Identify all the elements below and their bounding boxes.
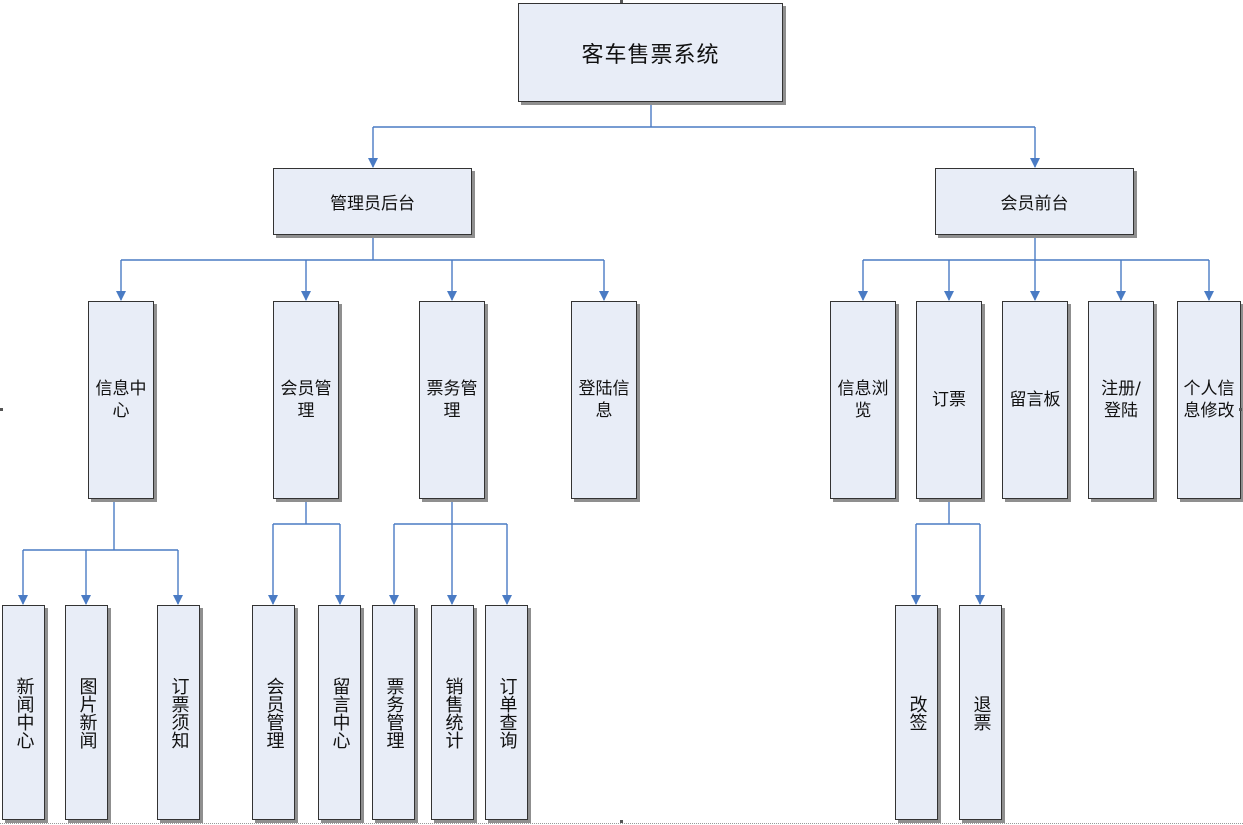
- leaf-refund-label: 退票: [970, 694, 992, 731]
- corner-marker: [620, 820, 623, 823]
- root-node-bus-ticket-system: 客车售票系统: [518, 3, 783, 102]
- node-member-booking-label: 订票: [932, 390, 966, 410]
- leaf-ticket-management-label: 票务管理: [383, 676, 405, 749]
- node-member-message-board-label: 留言板: [1009, 390, 1061, 410]
- node-member-frontend: 会员前台: [935, 168, 1134, 235]
- node-member-register-login-label: 注册/登陆: [1101, 379, 1141, 421]
- corner-marker: [0, 408, 3, 411]
- node-member-profile-edit-label: 个人信息修改: [1183, 379, 1235, 421]
- corner-marker: [1239, 408, 1242, 411]
- leaf-refund: 退票: [959, 605, 1002, 820]
- leaf-message-center-label: 留言中心: [329, 676, 351, 749]
- leaf-news-center: 新闻中心: [2, 605, 45, 820]
- node-admin-member-management: 会员管理: [273, 301, 339, 499]
- leaf-news-center-label: 新闻中心: [13, 676, 35, 749]
- node-member-info-browse: 信息浏览: [830, 301, 896, 499]
- leaf-booking-notice-label: 订票须知: [168, 676, 190, 749]
- node-member-register-login: 注册/登陆: [1088, 301, 1154, 499]
- leaf-message-center: 留言中心: [318, 605, 361, 820]
- node-member-message-board: 留言板: [1002, 301, 1068, 499]
- leaf-member-management: 会员管理: [252, 605, 295, 820]
- node-member-frontend-label: 会员前台: [1000, 194, 1069, 214]
- root-node-label: 客车售票系统: [581, 42, 720, 68]
- node-member-booking: 订票: [916, 301, 982, 499]
- page-border-dashed: [0, 823, 1243, 824]
- leaf-photo-news-label: 图片新闻: [76, 676, 98, 749]
- leaf-booking-notice: 订票须知: [157, 605, 200, 820]
- node-admin-ticket-management: 票务管理: [419, 301, 485, 499]
- leaf-sales-statistics: 销售统计: [431, 605, 474, 820]
- node-admin-login-info: 登陆信息: [571, 301, 637, 499]
- node-admin-backend-label: 管理员后台: [330, 194, 415, 214]
- leaf-photo-news: 图片新闻: [65, 605, 108, 820]
- leaf-ticket-management: 票务管理: [372, 605, 415, 820]
- node-admin-ticket-management-label: 票务管理: [426, 379, 478, 421]
- leaf-sales-statistics-label: 销售统计: [442, 676, 464, 749]
- node-member-profile-edit: 个人信息修改: [1177, 301, 1241, 499]
- node-admin-member-management-label: 会员管理: [280, 379, 332, 421]
- leaf-rebook: 改签: [895, 605, 938, 820]
- node-admin-info-center: 信息中心: [88, 301, 154, 499]
- leaf-order-query-label: 订单查询: [496, 676, 518, 749]
- leaf-rebook-label: 改签: [906, 694, 928, 731]
- leaf-member-management-label: 会员管理: [263, 676, 285, 749]
- node-admin-login-info-label: 登陆信息: [578, 379, 630, 421]
- node-member-info-browse-label: 信息浏览: [837, 379, 889, 421]
- corner-marker: [620, 0, 623, 3]
- node-admin-info-center-label: 信息中心: [95, 379, 147, 421]
- node-admin-backend: 管理员后台: [273, 168, 472, 235]
- leaf-order-query: 订单查询: [485, 605, 528, 820]
